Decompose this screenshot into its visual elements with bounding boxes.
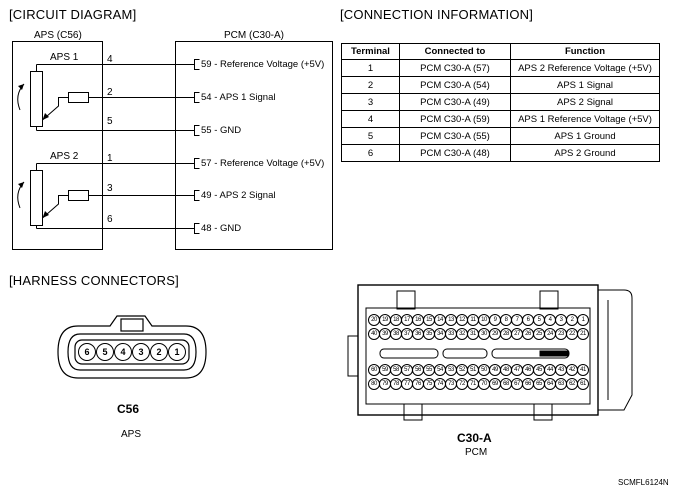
- cell-connected-to: PCM C30-A (48): [399, 144, 511, 162]
- aps2-resistor: [30, 170, 43, 226]
- table-row: 1 PCM C30-A (57) APS 2 Reference Voltage…: [341, 59, 660, 77]
- cell-function: APS 1 Reference Voltage (+5V): [510, 110, 660, 128]
- c30a-pin-1: 1: [577, 314, 589, 326]
- pcm-pin-48-label: 48 - GND: [201, 223, 242, 234]
- aps2-label: APS 2: [50, 151, 79, 162]
- cell-terminal: 1: [341, 59, 400, 77]
- aps1-terminal-signal: 2: [107, 87, 113, 98]
- aps2-terminal-ref: 1: [107, 153, 113, 164]
- aps1-terminal-gnd: 5: [107, 116, 113, 127]
- aps-box-label: APS (C56): [34, 30, 82, 41]
- aps-box: [12, 41, 103, 250]
- cell-connected-to: PCM C30-A (55): [399, 127, 511, 145]
- c56-connector-id: C56: [117, 402, 140, 416]
- connection-info-heading: [CONNECTION INFORMATION]: [340, 7, 534, 22]
- pcm-box-label: PCM (C30-A): [224, 30, 285, 41]
- cell-function: APS 2 Reference Voltage (+5V): [510, 59, 660, 77]
- c30a-pin-61: 61: [577, 378, 589, 390]
- cell-terminal: 6: [341, 144, 400, 162]
- cell-function: APS 2 Ground: [510, 144, 660, 162]
- table-row: 2 PCM C30-A (54) APS 1 Signal: [341, 76, 660, 94]
- circuit-diagram-heading: [CIRCUIT DIAGRAM]: [9, 7, 137, 22]
- table-header-row: Terminal Connected to Function: [341, 43, 660, 60]
- aps1-label: APS 1: [50, 52, 79, 63]
- cell-terminal: 5: [341, 127, 400, 145]
- header-function: Function: [510, 43, 660, 60]
- cell-terminal: 2: [341, 76, 400, 94]
- table-row: 3 PCM C30-A (49) APS 2 Signal: [341, 93, 660, 111]
- pcm-pin-49-label: 49 - APS 2 Signal: [201, 190, 276, 201]
- c30a-connector-name: PCM: [465, 447, 488, 458]
- pcm-pin-57-label: 57 - Reference Voltage (+5V): [201, 158, 325, 169]
- connection-table: Terminal Connected to Function 1 PCM C30…: [341, 43, 660, 162]
- pcm-pin-54-label: 54 - APS 1 Signal: [201, 92, 276, 103]
- cell-connected-to: PCM C30-A (59): [399, 110, 511, 128]
- cell-terminal: 4: [341, 110, 400, 128]
- table-row: 4 PCM C30-A (59) APS 1 Reference Voltage…: [341, 110, 660, 128]
- cell-connected-to: PCM C30-A (54): [399, 76, 511, 94]
- aps2-terminal-signal: 3: [107, 183, 113, 194]
- cell-function: APS 2 Signal: [510, 93, 660, 111]
- c30a-pin-41: 41: [577, 364, 589, 376]
- cell-terminal: 3: [341, 93, 400, 111]
- cell-function: APS 1 Ground: [510, 127, 660, 145]
- aps2-terminal-gnd: 6: [107, 214, 113, 225]
- c56-pin-3: 3: [132, 343, 150, 361]
- table-row: 5 PCM C30-A (55) APS 1 Ground: [341, 127, 660, 145]
- header-terminal: Terminal: [341, 43, 400, 60]
- c56-pin-2: 2: [150, 343, 168, 361]
- cell-connected-to: PCM C30-A (57): [399, 59, 511, 77]
- harness-connectors-heading: [HARNESS CONNECTORS]: [9, 273, 179, 288]
- aps1-resistor: [30, 71, 43, 127]
- c30a-pin-21: 21: [577, 328, 589, 340]
- c56-pin-4: 4: [114, 343, 132, 361]
- c56-pin-6: 6: [78, 343, 96, 361]
- aps1-terminal-ref: 4: [107, 54, 113, 65]
- header-connected-to: Connected to: [399, 43, 511, 60]
- c30a-connector-id: C30-A: [457, 431, 492, 445]
- cell-function: APS 1 Signal: [510, 76, 660, 94]
- pcm-box: [175, 41, 333, 250]
- c56-pin-5: 5: [96, 343, 114, 361]
- figure-code: SCMFL6124N: [618, 478, 669, 487]
- pcm-pin-55-label: 55 - GND: [201, 125, 242, 136]
- cell-connected-to: PCM C30-A (49): [399, 93, 511, 111]
- c56-connector-name: APS: [121, 429, 142, 440]
- pcm-pin-59-label: 59 - Reference Voltage (+5V): [201, 59, 325, 70]
- c56-pin-1: 1: [168, 343, 186, 361]
- table-row: 6 PCM C30-A (48) APS 2 Ground: [341, 144, 660, 162]
